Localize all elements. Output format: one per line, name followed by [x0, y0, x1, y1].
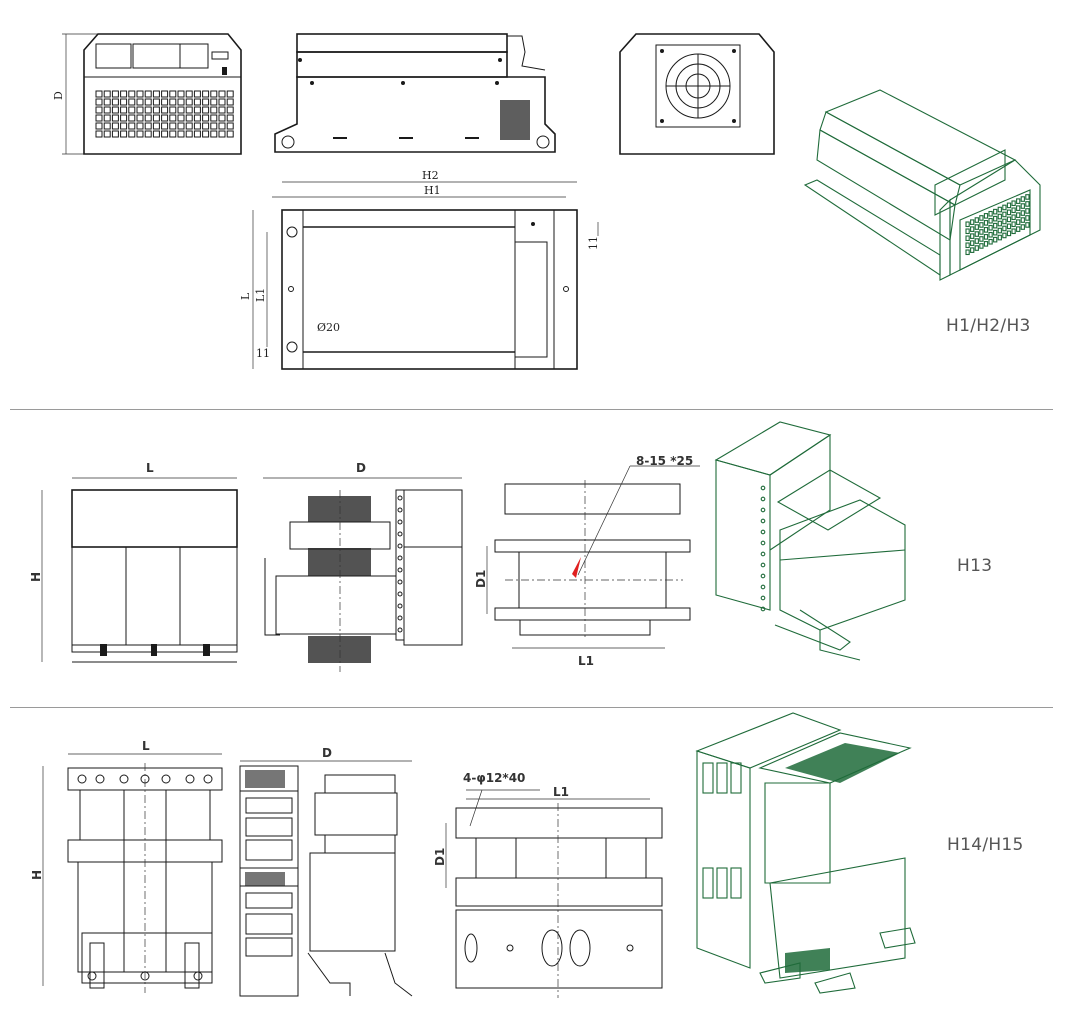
slot-label: 4-φ12*40	[463, 771, 525, 785]
dim-d-label: D	[322, 746, 332, 760]
section-divider-2	[10, 707, 1053, 708]
dim-l-label: L	[239, 292, 252, 300]
dim-gap-right-label: 11	[587, 236, 600, 250]
dim-h2-label: H2	[422, 169, 439, 182]
model-label-h13: H13	[957, 556, 993, 576]
mounting-holes	[397, 495, 403, 633]
dim-l1-label: L1	[578, 654, 594, 668]
slot-label: 8-15 *25	[636, 454, 693, 468]
h13-side-view: D	[263, 461, 463, 672]
h1-isometric-view	[803, 89, 1041, 281]
drawing-h14-h15: L H D 4-φ12*40	[30, 712, 916, 998]
slot-marker	[572, 557, 581, 578]
h14-top-view: 4-φ12*40 L1 D1	[433, 771, 663, 998]
vent-grid	[95, 90, 234, 138]
h14-front-view: L H	[30, 739, 223, 993]
h14-side-view: D	[239, 746, 413, 997]
section-divider-1	[10, 409, 1053, 410]
h14-isometric-view	[695, 712, 916, 994]
iso-vent-grid	[965, 194, 1030, 256]
dim-l1-label: L1	[553, 785, 569, 799]
section-h14-h15: L H D 4-φ12*40	[0, 708, 1065, 1009]
model-label-h14-h15: H14/H15	[947, 835, 1024, 855]
dim-d-label: D	[52, 91, 65, 100]
section-h13: L H D 8-15 *25	[0, 410, 1065, 706]
dim-h-label: H	[30, 870, 44, 880]
h1-rear-view	[619, 33, 775, 155]
h13-front-view: L H	[29, 461, 238, 663]
h1-side-view	[274, 33, 556, 153]
h1-front-view: D	[52, 33, 242, 155]
drawing-h1-h2-h3: D H2 H1	[52, 33, 1041, 370]
drawing-h13: L H D 8-15 *25	[29, 421, 906, 672]
iso-mounting-holes	[760, 485, 766, 612]
model-label-h1-h2-h3: H1/H2/H3	[946, 316, 1031, 336]
dim-d-label: D	[356, 461, 366, 475]
h13-top-view: 8-15 *25 D1 L1	[474, 454, 700, 668]
dim-l-label: L	[142, 739, 150, 753]
section-h1-h2-h3: D H2 H1	[0, 0, 1065, 408]
bolt-heads	[77, 774, 213, 981]
iso-vent-slots	[702, 762, 742, 899]
dim-l-label: L	[146, 461, 154, 475]
h13-isometric-view	[714, 421, 906, 661]
h1-top-view: H2 H1 Ø20 L L1 11 11	[239, 169, 600, 370]
dim-l1-label: L1	[254, 288, 267, 302]
dim-h-label: H	[29, 572, 43, 582]
dim-gap-left-label: 11	[256, 347, 270, 360]
dim-d1-label: D1	[433, 848, 447, 866]
dim-d1-label: D1	[474, 570, 488, 588]
hole-diameter-label: Ø20	[317, 321, 340, 334]
dim-h1-label: H1	[424, 184, 441, 197]
